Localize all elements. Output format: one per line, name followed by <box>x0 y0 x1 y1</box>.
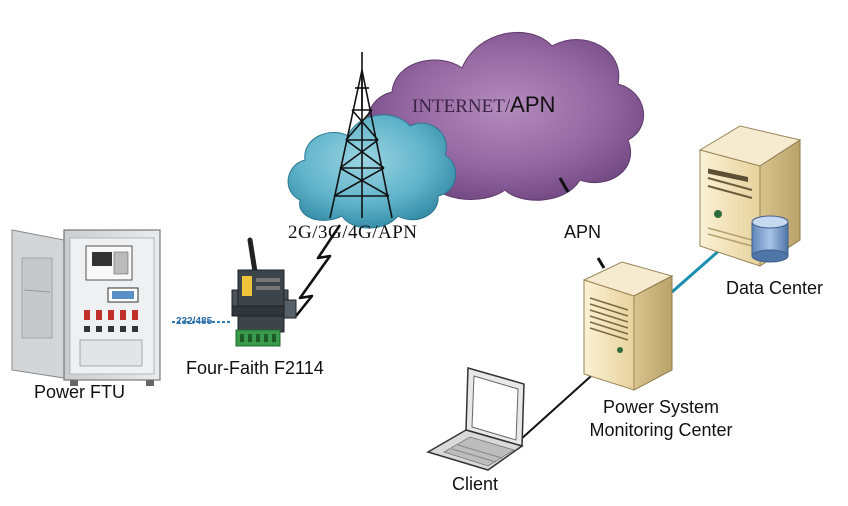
monitoring-center-server-icon <box>582 261 674 391</box>
monitoring-center-label: Power System Monitoring Center <box>566 396 756 442</box>
internet-label-part1: INTERNET/ <box>412 96 511 117</box>
monitoring-center-label-line1: Power System <box>602 397 720 417</box>
cell-tower-icon <box>329 52 393 219</box>
data-center-server-icon <box>698 125 802 267</box>
cellular-cloud-label: 2G/3G/4G/APN <box>288 222 418 243</box>
monitoring-center-label-line2: Monitoring Center <box>589 420 733 440</box>
port-label: 232/485 <box>176 316 213 327</box>
router-device-icon <box>231 237 297 347</box>
database-icon <box>751 215 789 263</box>
client-label: Client <box>452 474 499 494</box>
router-label: Four-Faith F2114 <box>186 358 324 378</box>
internet-cloud-label: INTERNET/APN <box>412 92 555 118</box>
internet-label-part2: APN <box>510 92 556 117</box>
client-laptop-icon <box>426 367 525 471</box>
apn-link-label: APN <box>564 222 602 242</box>
data-center-label: Data Center <box>726 278 824 298</box>
power-ftu-cabinet-icon <box>11 229 161 386</box>
network-links <box>172 177 723 441</box>
wireless-link-icon <box>294 224 342 317</box>
cellular-cloud <box>287 114 457 229</box>
power-ftu-label: Power FTU <box>34 382 126 402</box>
